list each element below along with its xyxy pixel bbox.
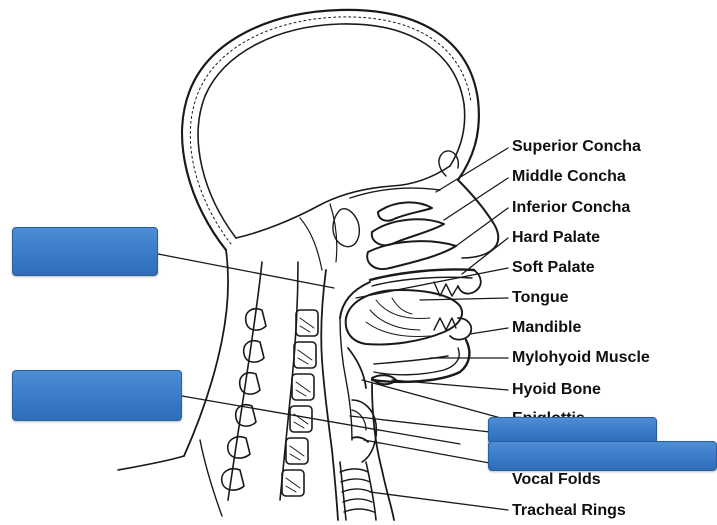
skull-outline <box>182 10 479 250</box>
vocal-folds-shape <box>352 437 368 442</box>
label-superior-concha: Superior Concha <box>512 138 641 156</box>
epiglottis-shape <box>348 348 366 388</box>
soft-palate-shape <box>340 282 370 318</box>
label-mandible: Mandible <box>512 319 581 337</box>
label-hard-palate: Hard Palate <box>512 229 600 247</box>
label-soft-palate: Soft Palate <box>512 259 595 277</box>
label-middle-concha: Middle Concha <box>512 168 626 186</box>
label-tracheal-rings: Tracheal Rings <box>512 502 626 520</box>
neck-front-outline <box>372 384 394 520</box>
cranial-base <box>236 166 450 238</box>
label-vocal-folds: Vocal Folds <box>512 471 601 489</box>
label-mylohyoid-muscle: Mylohyoid Muscle <box>512 349 650 367</box>
label-tongue: Tongue <box>512 289 569 307</box>
mylohyoid-shape <box>374 356 448 364</box>
blank-label-box-right-upper[interactable] <box>488 417 657 444</box>
frontal-sinus <box>439 151 458 176</box>
spinal-column-back <box>228 262 262 500</box>
vertebral-bodies <box>282 310 318 496</box>
blank-label-box-right-lower[interactable] <box>488 441 717 471</box>
superior-concha-shape <box>378 202 432 220</box>
skull-inner-outline <box>198 24 465 238</box>
label-inferior-concha: Inferior Concha <box>512 199 630 217</box>
blank-label-box-lower-left[interactable] <box>12 370 182 421</box>
label-hyoid-bone: Hyoid Bone <box>512 381 601 399</box>
pharynx-back-wall <box>321 270 338 520</box>
neck-back-outline <box>184 250 228 456</box>
blank-label-box-upper-left[interactable] <box>12 227 158 276</box>
